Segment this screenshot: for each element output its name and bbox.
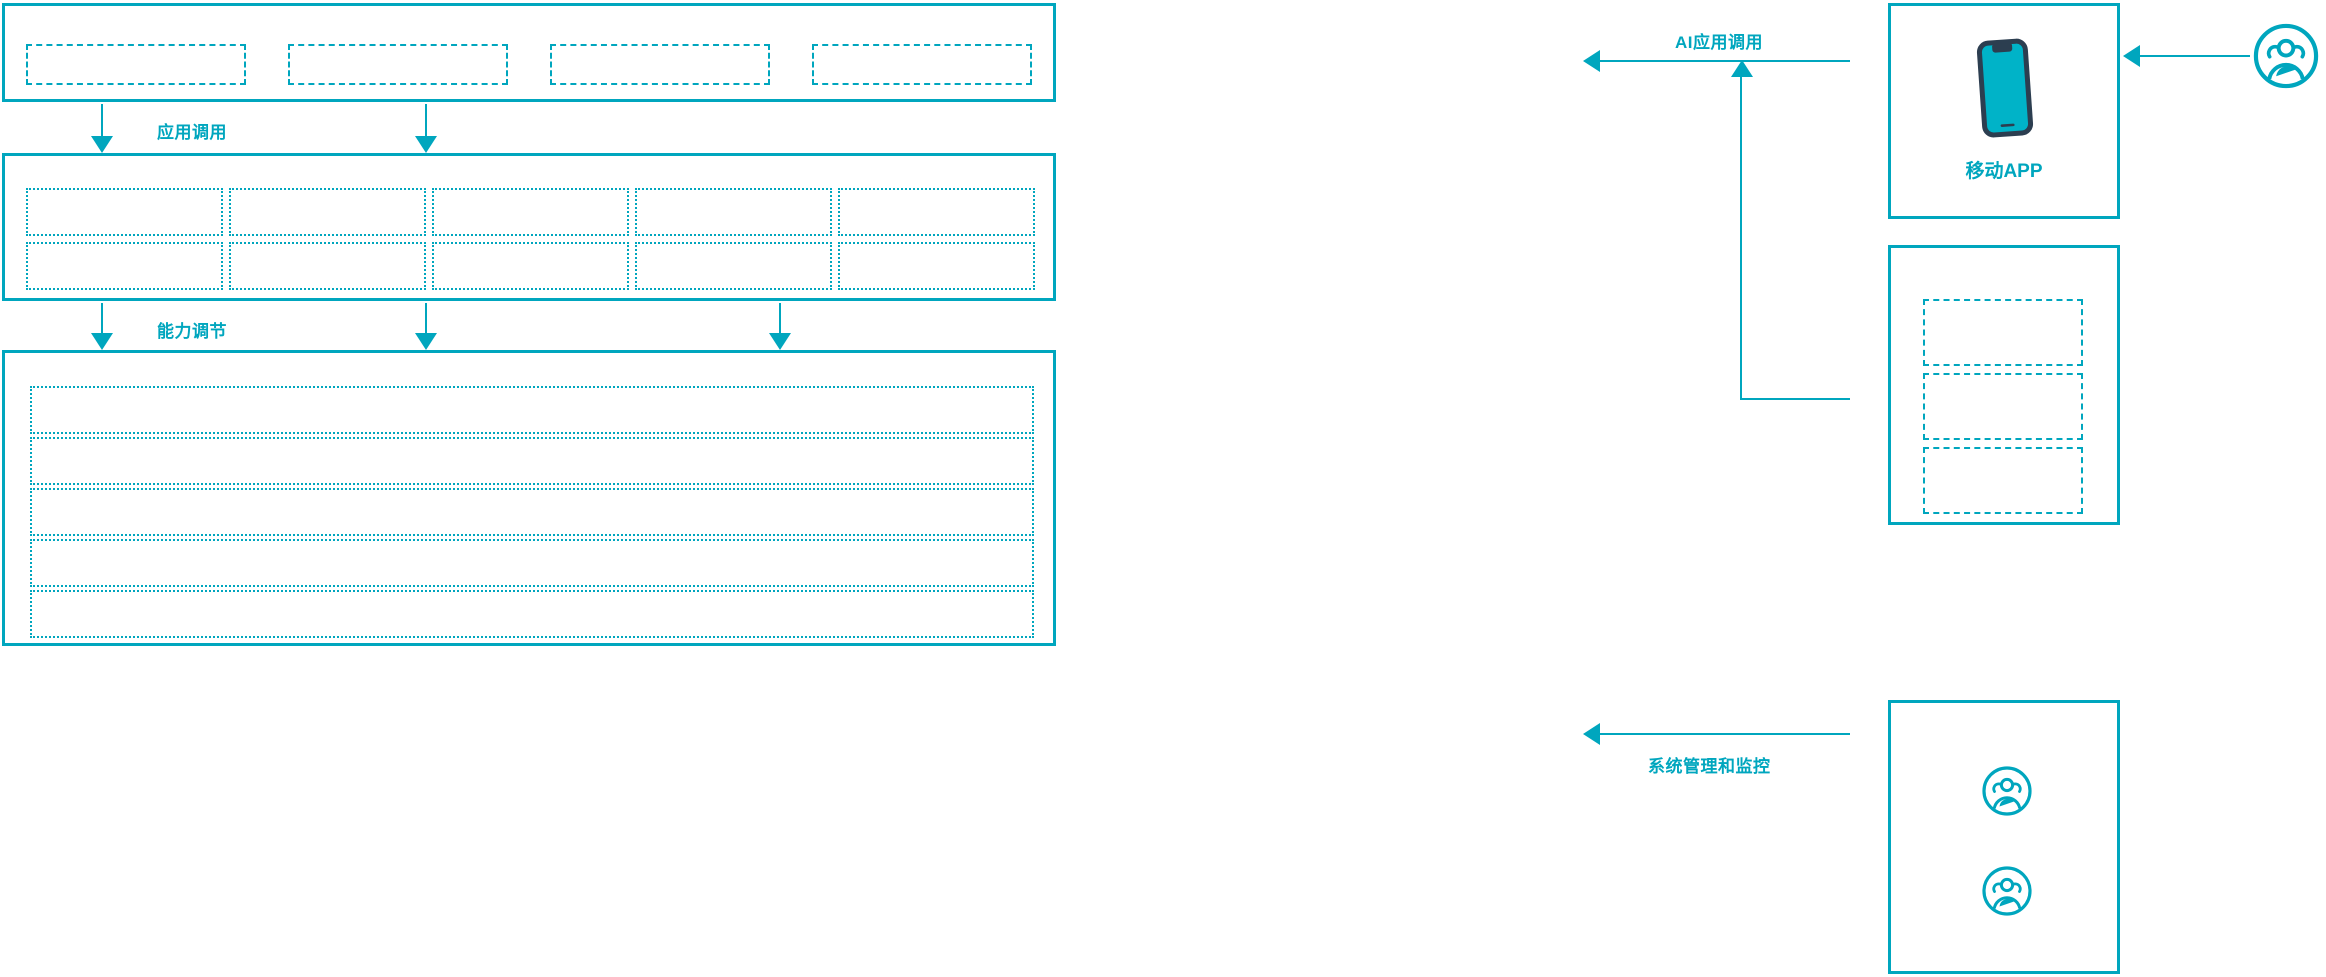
channel-box-3[interactable] <box>1923 447 2083 514</box>
user-group-icon-operations-2 <box>1981 865 2033 917</box>
capability-box-r2c4[interactable] <box>635 242 832 290</box>
application-box-3[interactable] <box>550 44 770 85</box>
user-group-icon-operations-1 <box>1981 765 2033 817</box>
application-box-4[interactable] <box>812 44 1032 85</box>
application-box-2[interactable] <box>288 44 508 85</box>
app-call-connector-line-1 <box>101 104 103 140</box>
app-call-arrow-head-1 <box>91 136 113 153</box>
capability-box-r2c2[interactable] <box>229 242 426 290</box>
capability-adjust-line-3 <box>779 303 781 339</box>
capability-adjust-arrow-head-3 <box>769 333 791 350</box>
capability-box-r2c5[interactable] <box>838 242 1035 290</box>
capability-box-r1c3[interactable] <box>432 188 629 236</box>
capability-box-r1c2[interactable] <box>229 188 426 236</box>
ai-app-call-horizontal-line <box>1600 60 1850 62</box>
ai-app-call-arrow-head <box>1583 50 1600 72</box>
capability-box-r2c1[interactable] <box>26 242 223 290</box>
platform-bar-5[interactable] <box>30 590 1034 638</box>
end-user-to-mobile-line <box>2140 55 2250 57</box>
user-group-icon-end-user <box>2252 22 2320 90</box>
ai-app-call-return-line <box>1740 398 1850 400</box>
system-admin-monitor-line <box>1600 733 1850 735</box>
platform-bar-4[interactable] <box>30 539 1034 587</box>
capability-adjust-arrow-head-1 <box>91 333 113 350</box>
app-call-connector-line-2 <box>425 104 427 140</box>
platform-bar-1[interactable] <box>30 386 1034 434</box>
capability-adjust-label: 能力调节 <box>157 322 227 341</box>
system-admin-monitor-label: 系统管理和监控 <box>1648 757 1771 776</box>
ai-app-call-arrow-head-up <box>1731 60 1753 77</box>
application-layer <box>2 3 1056 102</box>
capability-adjust-line-1 <box>101 303 103 339</box>
channel-panel <box>1888 245 2120 525</box>
capability-box-r2c3[interactable] <box>432 242 629 290</box>
capability-box-r1c5[interactable] <box>838 188 1035 236</box>
mobile-app-panel: 移动APP <box>1888 3 2120 219</box>
ai-app-call-label: AI应用调用 <box>1675 33 1763 52</box>
ai-app-call-vertical-line <box>1740 75 1742 400</box>
smartphone-icon <box>1970 36 2042 140</box>
app-call-label: 应用调用 <box>157 123 227 142</box>
capability-adjust-arrow-head-2 <box>415 333 437 350</box>
application-box-1[interactable] <box>26 44 246 85</box>
app-call-arrow-head-2 <box>415 136 437 153</box>
capability-layer <box>2 153 1056 301</box>
end-user-to-mobile-arrow-head <box>2123 45 2140 67</box>
mobile-app-panel-caption: 移动APP <box>1965 161 2043 182</box>
channel-box-2[interactable] <box>1923 373 2083 440</box>
channel-box-1[interactable] <box>1923 299 2083 366</box>
platform-bar-2[interactable] <box>30 437 1034 485</box>
operations-panel <box>1888 700 2120 974</box>
platform-bar-3[interactable] <box>30 488 1034 536</box>
platform-layer <box>2 350 1056 646</box>
capability-adjust-line-2 <box>425 303 427 339</box>
capability-box-r1c4[interactable] <box>635 188 832 236</box>
capability-box-r1c1[interactable] <box>26 188 223 236</box>
system-admin-monitor-arrow-head <box>1583 723 1600 745</box>
